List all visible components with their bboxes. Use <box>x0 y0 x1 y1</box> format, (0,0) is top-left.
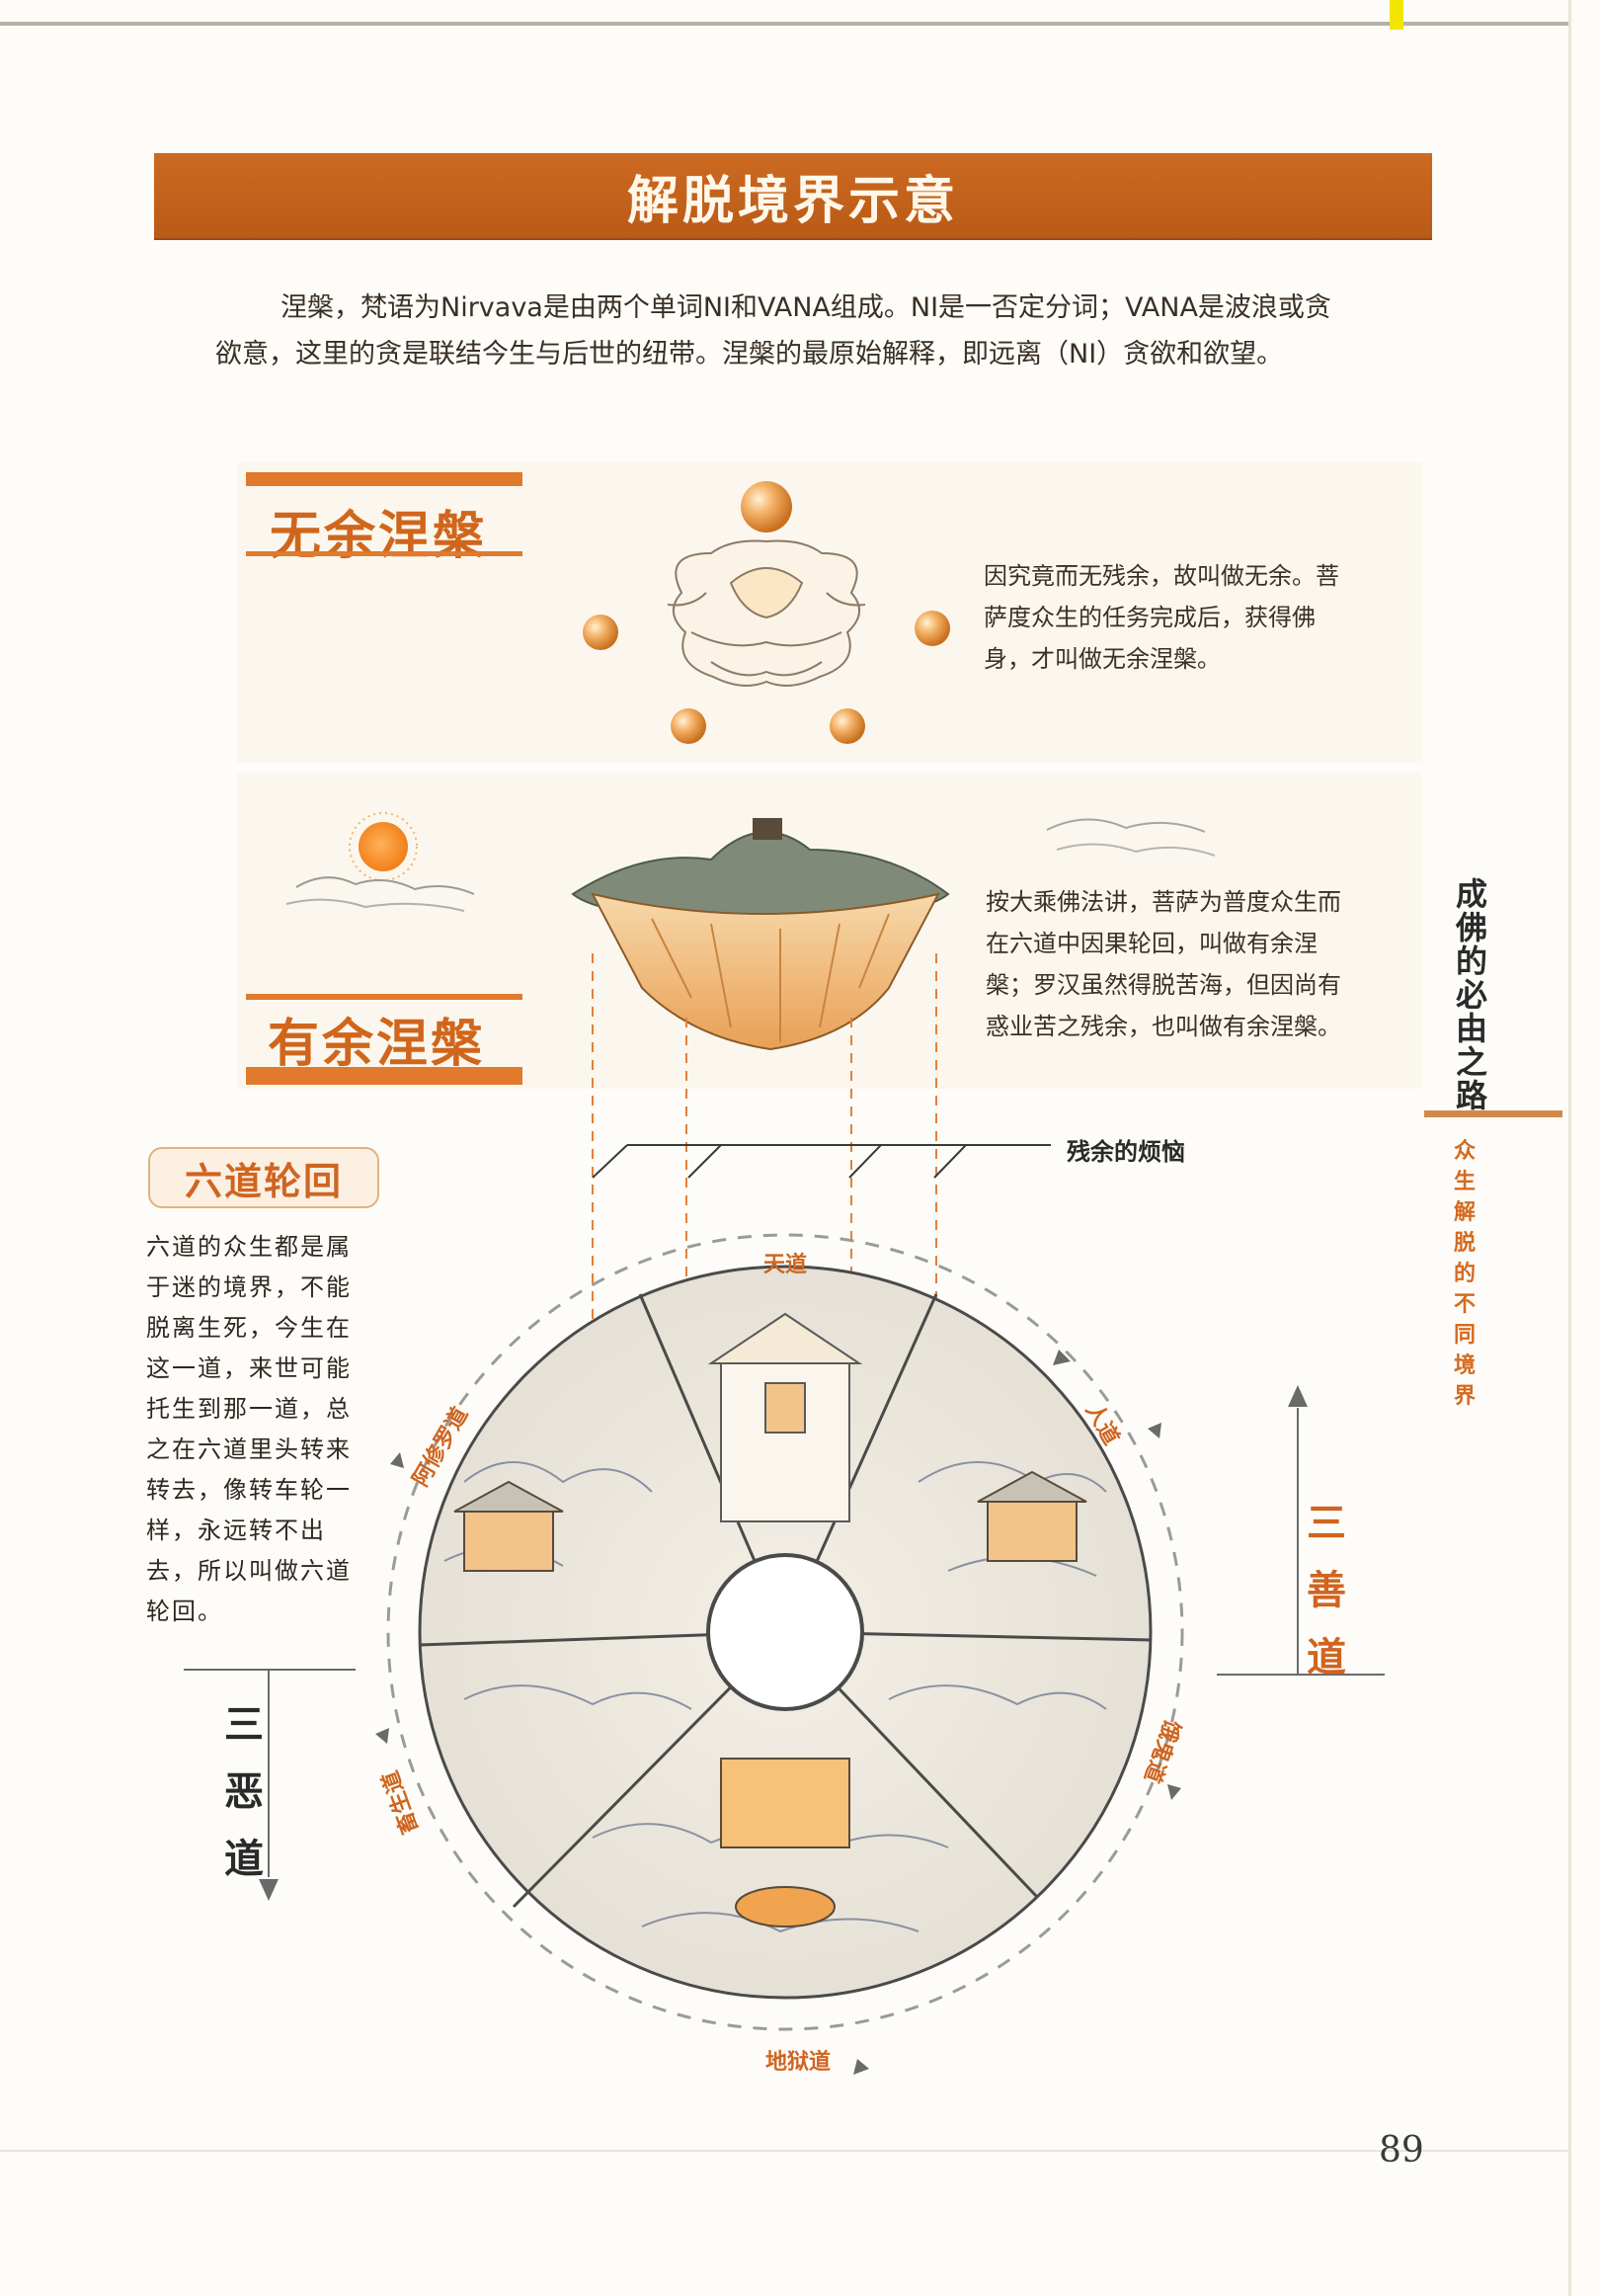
orb-icon <box>741 481 792 533</box>
sun-icon <box>359 822 408 871</box>
page-number: 89 <box>1379 2130 1424 2171</box>
label-three-good-paths: 三善道 <box>1307 1501 1346 1681</box>
label-nirvana-without-remainder: 无余涅槃 <box>246 472 522 566</box>
sun-illustration <box>285 812 475 912</box>
page-edge <box>1568 0 1571 2296</box>
residue-bracket <box>592 1144 1051 1179</box>
label-six-paths: 六道轮回 <box>148 1147 379 1208</box>
arrow-up-icon <box>1288 1385 1308 1407</box>
realm-label-hell: 地狱道 <box>765 2049 831 2075</box>
bottom-rule <box>0 2150 1570 2152</box>
description-nirvana-with-remainder: 按大乘佛法讲，菩萨为普度众生而在六道中因果轮回，叫做有余涅槃；罗汉虽然得脱苦海，… <box>986 888 1341 1040</box>
floating-island-illustration <box>571 818 950 1051</box>
orb-icon <box>583 615 618 650</box>
label-text: 无余涅槃 <box>270 507 488 566</box>
lotus-icon <box>667 539 866 687</box>
crescent-moon-icon <box>1126 810 1154 865</box>
sidebar-section-title: 众生解脱的不同境界 <box>1453 1138 1476 1409</box>
description-nirvana-without-remainder: 因究竟而无残余，故叫做无余。菩萨度众生的任务完成后，获得佛身，才叫做无余涅槃。 <box>984 562 1339 673</box>
sidebar-chapter-title: 成佛的必由之路 <box>1455 875 1487 1114</box>
top-rule <box>0 22 1570 26</box>
three-evil-paths-arrow <box>184 1669 356 1877</box>
page-title: 解脱境界示意 <box>154 153 1432 238</box>
realm-label-animal: 畜生道 <box>377 1767 424 1838</box>
orb-icon <box>915 611 950 646</box>
orb-icon <box>830 708 865 744</box>
label-residual-afflictions: 残余的烦恼 <box>1067 1138 1185 1166</box>
description-six-paths: 六道的众生都是属于迷的境界，不能脱离生死，今生在这一道，来世可能托生到那一道，总… <box>146 1233 352 1625</box>
realm-label-heaven: 天道 <box>763 1252 807 1277</box>
orb-icon <box>671 708 706 744</box>
label-nirvana-with-remainder: 有余涅槃 <box>246 994 522 1087</box>
label-three-evil-paths: 三恶道 <box>224 1702 264 1882</box>
sidebar-rule <box>1424 1110 1562 1117</box>
realm-label-hungry-ghost: 饿鬼道 <box>1139 1715 1185 1786</box>
intro-paragraph: 涅槃，梵语为Nirvava是由两个单词NI和VANA组成。NI是一否定分词；VA… <box>215 292 1331 369</box>
six-paths-wheel <box>375 1233 1184 2075</box>
lotus-illustration <box>583 481 950 744</box>
arrow-down-icon <box>259 1879 279 1901</box>
label-text: 有余涅槃 <box>268 1015 486 1074</box>
three-good-paths-arrow <box>1217 1408 1385 1676</box>
yellow-tab-mark <box>1390 0 1403 30</box>
moon-illustration <box>1046 810 1216 865</box>
